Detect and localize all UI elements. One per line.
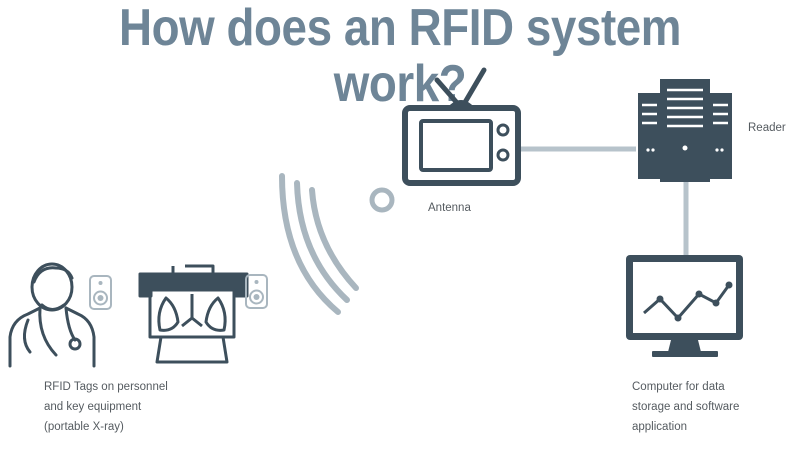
computer-caption: Computer for data storage and software a… [632, 377, 739, 437]
rfid-tag-icon [89, 274, 268, 310]
portable-xray-icon [138, 264, 249, 364]
server-tower-icon [638, 79, 732, 182]
tags-caption-line: and key equipment [44, 401, 142, 413]
radio-waves-icon [279, 173, 395, 315]
tags-caption-line: (portable X-ray) [44, 421, 124, 433]
reader-label: Reader [748, 122, 786, 134]
computer-caption-line: application [632, 421, 687, 433]
computer-caption-line: Computer for data [632, 381, 725, 393]
antenna-label: Antenna [428, 202, 471, 214]
tv-antenna-icon [402, 67, 521, 186]
tags-caption-line: RFID Tags on personnel [44, 381, 168, 393]
tags-caption: RFID Tags on personnel and key equipment… [44, 377, 168, 437]
computer-caption-line: storage and software [632, 401, 740, 413]
monitor-chart-icon [626, 255, 743, 357]
page-title: How does an RFID system work? [118, 0, 682, 113]
doctor-icon [8, 262, 96, 368]
